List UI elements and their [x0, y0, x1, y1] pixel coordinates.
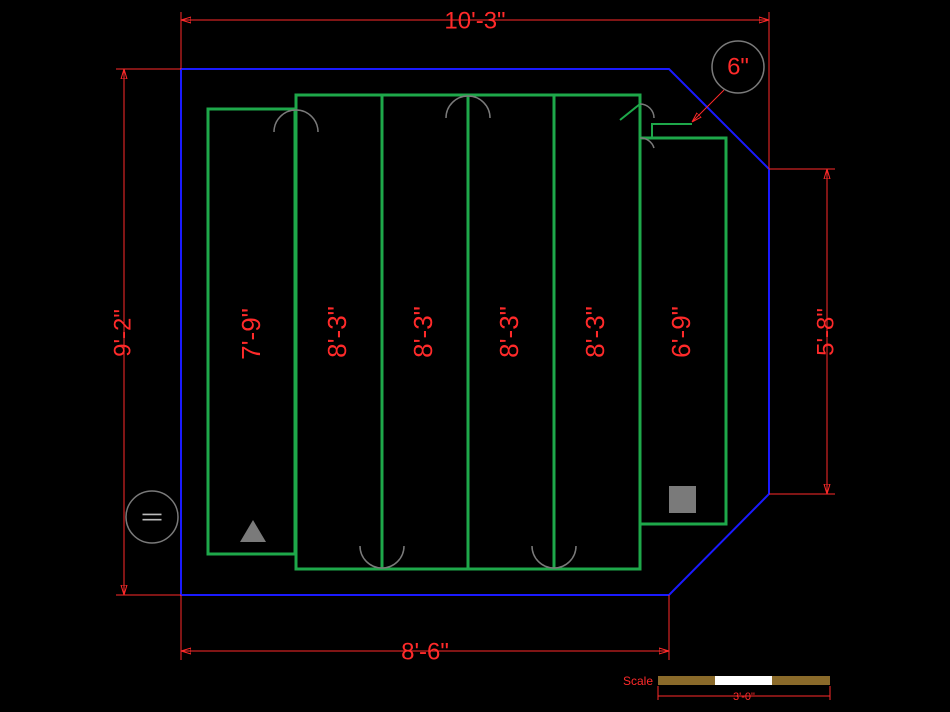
- corner-step: [619, 103, 692, 138]
- cabinet-group: [206, 93, 728, 571]
- door-arc-6: [639, 137, 655, 149]
- dim-right-label: 5'-8": [812, 308, 839, 356]
- panel-label: 8'-3": [408, 306, 438, 358]
- door-arc-5: [639, 103, 655, 119]
- panel-label: 8'-3": [494, 306, 524, 358]
- panel-label: 6'-9": [666, 306, 696, 358]
- dim-left-label: 9'-2": [109, 309, 136, 357]
- door-arc-3: [359, 545, 405, 569]
- scale-segment-3: [772, 676, 830, 685]
- callout-circle: [711, 40, 765, 94]
- door-arcs: [273, 95, 655, 569]
- scale-bar: Scale 3'-0": [623, 674, 831, 703]
- door-arc-4: [531, 545, 577, 569]
- panel-labels: 7'-9" 8'-3" 8'-3" 8'-3" 8'-3" 6'-9": [236, 306, 696, 360]
- panel-6: [638, 136, 728, 526]
- square-marker-icon: [669, 486, 696, 513]
- dim-bottom-label: 8'-6": [401, 638, 449, 665]
- side-marker-label: ||: [140, 512, 162, 522]
- scale-value: 3'-0": [733, 691, 755, 703]
- dim-top-label: 10'-3": [444, 7, 505, 34]
- scale-segment-2: [715, 676, 772, 685]
- triangle-marker-icon: [240, 520, 266, 542]
- panel-label: 8'-3": [580, 306, 610, 358]
- callout-leader: [692, 89, 725, 122]
- scale-segment-1: [658, 676, 715, 685]
- door-arc-2: [445, 95, 491, 119]
- side-marker: ||: [125, 490, 179, 544]
- door-arc-1: [273, 109, 319, 133]
- panel-label: 8'-3": [322, 306, 352, 358]
- scale-label: Scale: [623, 674, 653, 688]
- dimension-lines: [116, 12, 835, 660]
- corner-callout-label: 6": [727, 53, 749, 80]
- panel-label: 7'-9": [236, 308, 266, 360]
